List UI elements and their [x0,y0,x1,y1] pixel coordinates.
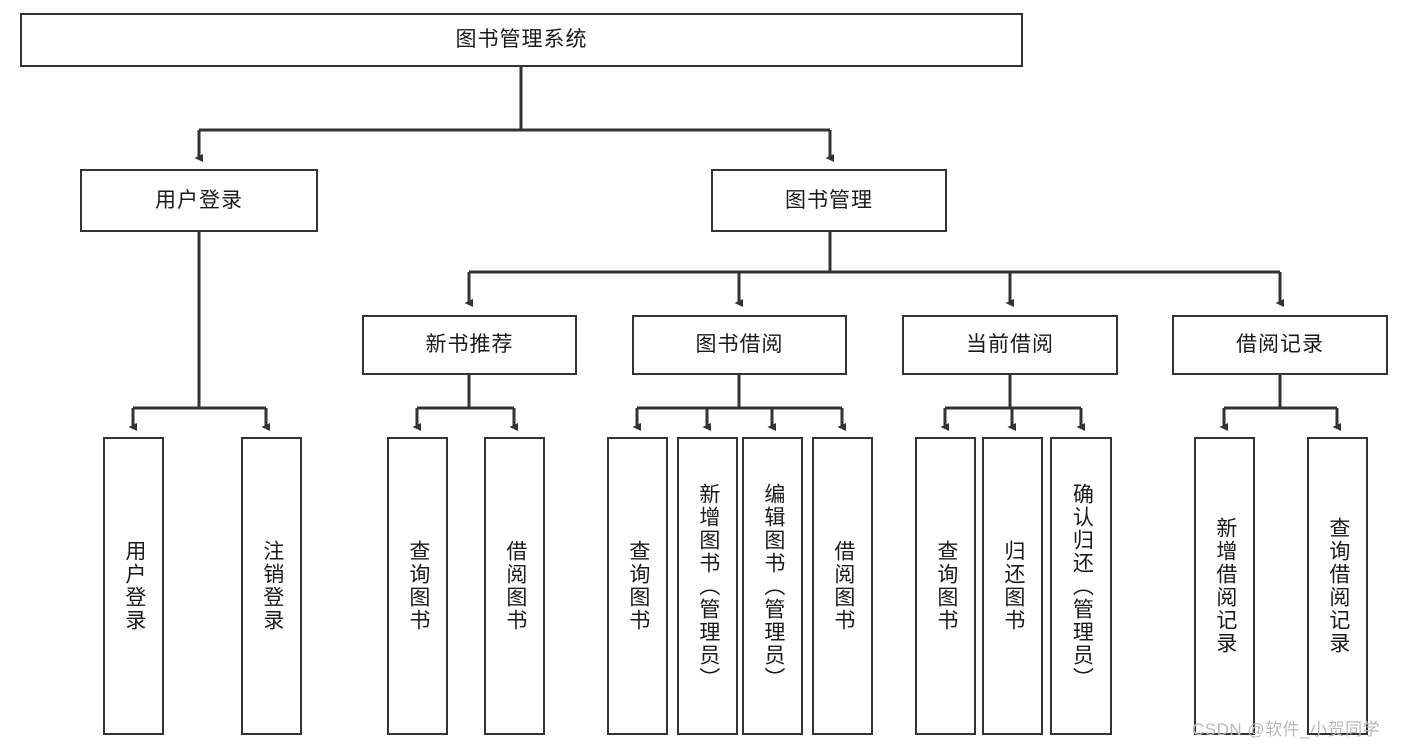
node-book-borrow[interactable]: 图书借阅 [632,315,847,375]
node-leaf-user-login[interactable]: 用户登录 [103,437,164,735]
node-label: 新增借阅记录 [1213,517,1237,655]
node-leaf-return-book[interactable]: 归还图书 [982,437,1043,735]
node-label: 新增图书（管理员） [696,482,720,690]
csdn-watermark: CSDN @软件_小贺同学 [1192,715,1380,740]
node-current-borrow[interactable]: 当前借阅 [902,315,1118,375]
node-label: 图书管理系统 [455,28,588,52]
node-leaf-borrow-book-recommend[interactable]: 借阅图书 [484,437,545,735]
node-label: 编辑图书（管理员） [761,482,785,690]
node-label: 借阅图书 [503,540,527,632]
node-leaf-query-borrow-record[interactable]: 查询借阅记录 [1307,437,1368,735]
node-book-management[interactable]: 图书管理 [711,169,947,232]
node-label: 借阅记录 [1236,333,1324,357]
node-label: 查询借阅记录 [1326,517,1350,655]
node-label: 借阅图书 [831,540,855,632]
node-leaf-logout-login[interactable]: 注销登录 [241,437,302,735]
node-label: 确认归还（管理员） [1070,482,1094,690]
node-label: 用户登录 [155,188,243,212]
node-label: 图书管理 [785,188,873,212]
node-label: 用户登录 [122,540,146,632]
node-label: 新书推荐 [425,333,514,357]
node-label: 注销登录 [260,540,284,632]
node-leaf-query-book-current[interactable]: 查询图书 [915,437,976,735]
node-label: 归还图书 [1001,540,1025,632]
watermark-text: CSDN @软件_小贺同学 [1192,720,1381,739]
node-root-book-management-system[interactable]: 图书管理系统 [20,13,1023,67]
node-user-login[interactable]: 用户登录 [80,169,318,232]
node-leaf-add-borrow-record[interactable]: 新增借阅记录 [1194,437,1255,735]
node-new-book-recommend[interactable]: 新书推荐 [362,315,577,375]
node-leaf-confirm-return[interactable]: 确认归还（管理员） [1050,437,1112,735]
node-leaf-query-book-recommend[interactable]: 查询图书 [387,437,448,735]
node-label: 查询图书 [406,540,430,632]
node-label: 当前借阅 [966,333,1054,357]
node-label: 查询图书 [934,540,958,632]
node-label: 查询图书 [626,540,650,632]
node-leaf-borrow-book[interactable]: 借阅图书 [812,437,873,735]
node-borrow-record[interactable]: 借阅记录 [1172,315,1388,375]
node-leaf-edit-book[interactable]: 编辑图书（管理员） [742,437,803,735]
node-label: 图书借阅 [695,333,784,357]
node-leaf-add-book[interactable]: 新增图书（管理员） [677,437,738,735]
node-leaf-query-book-borrow[interactable]: 查询图书 [607,437,668,735]
